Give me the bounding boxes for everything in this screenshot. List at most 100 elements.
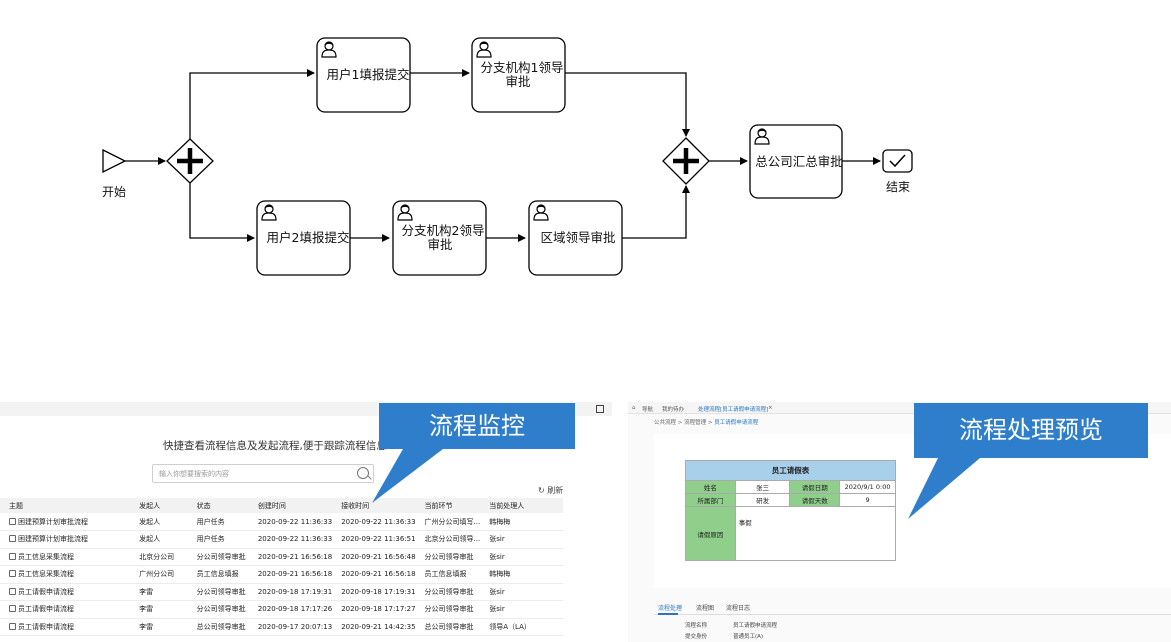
start-event[interactable]: [102, 148, 127, 174]
task-branch2-approve[interactable]: 分支机构2领导 审批: [392, 200, 487, 276]
task-label: 区域领导审批: [540, 230, 615, 245]
cell-text: 分公司领导审批: [424, 587, 474, 596]
row-subject[interactable]: 员工信息采集流程: [0, 548, 131, 566]
cell-text: 2020-09-17 20:07:13: [257, 622, 333, 631]
cell-text: 李雷: [139, 622, 154, 631]
table-row[interactable]: 困建预算计划审批流程发起人用户任务 2020-09-22 11:36:33 2020…: [0, 530, 563, 549]
name-value[interactable]: 张三: [734, 480, 791, 494]
cell-text: 用户任务: [196, 517, 225, 526]
table-cell: 李雷: [130, 600, 188, 619]
user-icon: [395, 202, 415, 222]
cell-text: 分公司领导审批: [196, 587, 246, 596]
task-branch1-approve[interactable]: 分支机构1领导 审批: [471, 37, 566, 113]
table-row[interactable]: 困建预算计划审批流程发起人 用户任务 2020-09-22 11:36:33 2020…: [0, 513, 563, 531]
task-user1-submit[interactable]: 用户1填报提交: [316, 37, 411, 113]
home-icon[interactable]: ⌂: [632, 405, 636, 411]
table-cell: 北京分公司领导...: [415, 530, 481, 549]
user-icon: [531, 202, 551, 222]
task-region-approve[interactable]: 区域领导审批: [528, 200, 623, 276]
task-user2-submit[interactable]: 用户2填报提交: [256, 200, 351, 276]
parallel-gateway-split[interactable]: [166, 138, 214, 184]
table-cell: 2020-09-22 11:36:51: [332, 530, 416, 549]
table-cell: 2020-09-22 11:36:33: [248, 513, 333, 531]
table-cell: 2020-09-18 17:17:26: [248, 600, 333, 619]
column-header[interactable]: 发起人: [130, 498, 188, 513]
maximize-icon[interactable]: [596, 405, 604, 413]
leave-form: 员工请假表 姓名 张三 请假日期 2020/9/1 0:00 所属部门 研发 请…: [685, 460, 897, 561]
date-value[interactable]: 2020/9/1 0:00: [839, 480, 896, 494]
cell-text: 员工请假申请流程: [18, 587, 74, 596]
close-icon[interactable]: ×: [768, 405, 773, 411]
search-input[interactable]: 输入你想要搜索的内容: [152, 464, 374, 483]
cell-text: 员工信息采集流程: [18, 570, 74, 579]
task-label: 用户1填报提交: [327, 67, 410, 82]
table-cell: 发起人: [130, 530, 188, 549]
table-cell: 张sir: [480, 530, 563, 549]
end-event[interactable]: [882, 149, 913, 173]
table-cell: 分公司领导审批: [415, 548, 481, 566]
nav-tab-todo[interactable]: 我的待办: [662, 407, 685, 413]
parallel-gateway-join[interactable]: [662, 137, 710, 185]
table-cell: 分公司领导审批: [415, 583, 481, 601]
cell-text: 李雷: [139, 587, 154, 596]
cell-text: 2020-09-18 17:17:26: [257, 605, 333, 614]
cell-text: 北京分公司领导...: [424, 535, 481, 544]
column-header[interactable]: 状态: [187, 498, 249, 513]
row-subject[interactable]: 员工请假申请流程: [0, 618, 131, 636]
table-cell: 用户任务: [187, 530, 249, 549]
table-cell: 总公司领导审批: [415, 618, 481, 636]
reason-value[interactable]: 事假: [734, 506, 897, 561]
tab-log[interactable]: 流程日志: [726, 605, 751, 612]
callout-monitor: 流程监控: [379, 403, 575, 449]
table-cell: 2020-09-18 17:19:31: [248, 583, 333, 601]
table-cell: 2020-09-21 16:56:18: [248, 565, 333, 584]
column-header[interactable]: 当前处理人: [480, 498, 563, 513]
task-label-line2: 审批: [427, 237, 452, 252]
row-subject[interactable]: 困建预算计划审批流程: [0, 530, 131, 549]
nav-home[interactable]: 导航: [642, 407, 654, 413]
cell-text: 分公司领导审批: [196, 605, 246, 614]
task-hq-summary-approve[interactable]: 总公司汇总审批: [749, 124, 843, 199]
table-cell: 广州分公司: [130, 565, 188, 584]
process-icon: [9, 587, 16, 595]
cell-text: 2020-09-22 11:36:51: [341, 535, 416, 544]
cell-text: 2020-09-21 16:56:18: [257, 552, 333, 561]
process-table: 主题 发起人 状态 创建时间 接收时间 当前环节 当前处理人 困建预算计划审批流…: [0, 498, 563, 636]
row-subject[interactable]: 员工请假申请流程: [0, 583, 131, 601]
row-subject[interactable]: 员工请假申请流程: [0, 600, 131, 619]
days-value[interactable]: 9: [839, 493, 896, 507]
process-icon: [9, 535, 16, 543]
column-header[interactable]: 创建时间: [248, 498, 333, 513]
table-cell: 用户任务: [187, 513, 249, 531]
cell-text: 2020-09-22 11:36:33: [341, 517, 416, 526]
task-label: 总公司汇总审批: [755, 154, 843, 169]
cell-text: 领导A（LA）: [489, 622, 531, 631]
row-subject[interactable]: 困建预算计划审批流程: [0, 513, 131, 531]
column-header[interactable]: 当前环节: [415, 498, 481, 513]
search-icon[interactable]: [357, 467, 369, 479]
column-header[interactable]: 主题: [0, 498, 131, 513]
column-header[interactable]: 接收时间: [332, 498, 416, 513]
nav-tab-process[interactable]: 处理流程[员工请假申请流程]: [698, 407, 769, 413]
user-icon: [474, 39, 494, 59]
breadcrumb-link[interactable]: 员工请假申请流程: [714, 420, 759, 426]
end-label: 结束: [886, 180, 910, 194]
cell-text: 2020-09-22 11:36:33: [257, 535, 333, 544]
cell-text: 发起人: [139, 517, 161, 526]
callout-preview: 流程处理预览: [914, 403, 1148, 458]
row-subject[interactable]: 员工信息采集流程: [0, 565, 131, 584]
table-cell: 2020-09-21 16:56:18: [248, 548, 333, 566]
refresh-button[interactable]: ↻ 刷新: [538, 486, 564, 495]
cell-text: 广州分公司填写...: [424, 517, 481, 526]
info-value: 员工请假申请流程: [733, 623, 778, 629]
cell-text: 用户任务: [196, 535, 225, 544]
dept-value[interactable]: 研发: [734, 493, 791, 507]
tab-flowchart[interactable]: 流程图: [696, 605, 715, 612]
tab-process-handle[interactable]: 流程处理: [658, 605, 683, 612]
start-label: 开始: [102, 185, 126, 199]
